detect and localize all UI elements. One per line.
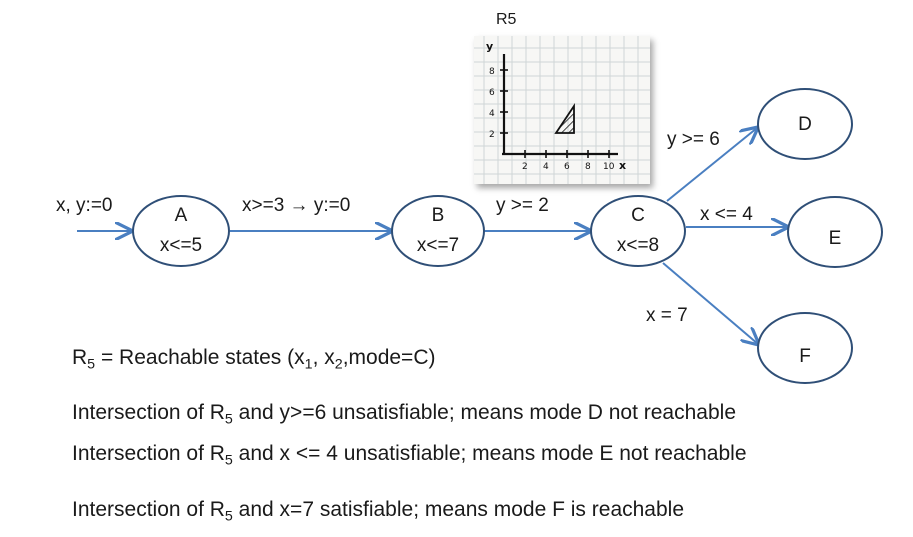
x-tick-6: 6 xyxy=(564,162,570,172)
y-tick-2: 2 xyxy=(489,130,495,140)
line-e-post: and x <= 4 unsatisfiable; means mode E n… xyxy=(232,442,747,465)
state-c-invariant: x<=8 xyxy=(616,235,660,256)
definition-text2: , x xyxy=(312,346,335,369)
state-f-name: F xyxy=(799,346,811,367)
transition-ce-label: x <= 4 xyxy=(700,204,753,225)
definition-text3: ,mode=C) xyxy=(342,346,436,369)
transition-cf-label: x = 7 xyxy=(646,305,688,326)
state-f[interactable]: F xyxy=(757,312,853,384)
state-b-invariant: x<=7 xyxy=(416,235,460,256)
transition-cd-label: y >= 6 xyxy=(667,129,720,150)
transition-ab-label: x>=3 → y:=0 xyxy=(242,195,351,216)
plot-x-label: x xyxy=(619,159,626,172)
y-tick-6: 6 xyxy=(489,88,495,98)
y-tick-8: 8 xyxy=(489,67,495,77)
x-tick-10: 10 xyxy=(603,162,615,172)
definition-text1: = Reachable states (x xyxy=(95,346,305,369)
x-tick-8: 8 xyxy=(585,162,591,172)
state-a-name: A xyxy=(174,205,188,226)
line-d-sub: 5 xyxy=(224,411,233,428)
state-b-name: B xyxy=(431,205,445,226)
line-d-post: and y>=6 unsatisfiable; means mode D not… xyxy=(232,401,736,424)
state-a[interactable]: A x<=5 xyxy=(132,195,230,267)
state-d[interactable]: D xyxy=(757,88,853,160)
explanation-line-e: Intersection of R5 and x <= 4 unsatisfia… xyxy=(72,442,747,469)
state-a-invariant: x<=5 xyxy=(159,235,203,256)
transition-bc-label: y >= 2 xyxy=(496,195,549,216)
state-e[interactable]: E xyxy=(787,196,883,268)
explanation-line-d: Intersection of R5 and y>=6 unsatisfiabl… xyxy=(72,401,736,428)
state-c-name: C xyxy=(631,205,645,226)
x-tick-2: 2 xyxy=(522,162,528,172)
line-d-pre: Intersection of R xyxy=(72,401,225,424)
plot-y-label: y xyxy=(486,40,493,53)
line-e-sub: 5 xyxy=(224,452,233,469)
definition-line: R5 = Reachable states (x1, x2,mode=C) xyxy=(72,346,436,373)
x-tick-4: 4 xyxy=(543,162,549,172)
entry-label: x, y:=0 xyxy=(56,195,113,216)
plot-canvas: y 8 6 4 2 2 4 6 8 10 x xyxy=(474,36,650,184)
definition-sub1: 1 xyxy=(304,356,313,373)
line-e-pre: Intersection of R xyxy=(72,442,225,465)
state-c[interactable]: C x<=8 xyxy=(590,195,686,267)
reachable-region xyxy=(554,103,575,134)
state-e-name: E xyxy=(828,228,842,249)
edge-c-f xyxy=(662,262,758,344)
definition-sub2: 2 xyxy=(334,356,343,373)
edge-c-d xyxy=(666,128,757,202)
reachable-set-plot: y 8 6 4 2 2 4 6 8 10 x xyxy=(474,36,650,184)
line-f-pre: Intersection of R xyxy=(72,498,225,521)
definition-r-sub: 5 xyxy=(87,356,96,373)
plot-title: R5 xyxy=(496,11,517,28)
state-d-name: D xyxy=(798,114,812,135)
line-f-sub: 5 xyxy=(224,508,233,525)
y-tick-4: 4 xyxy=(489,109,495,119)
state-b[interactable]: B x<=7 xyxy=(391,195,485,267)
line-f-post: and x=7 satisfiable; means mode F is rea… xyxy=(232,498,685,521)
definition-r: R xyxy=(72,346,88,369)
explanation-line-f: Intersection of R5 and x=7 satisfiable; … xyxy=(72,498,685,525)
